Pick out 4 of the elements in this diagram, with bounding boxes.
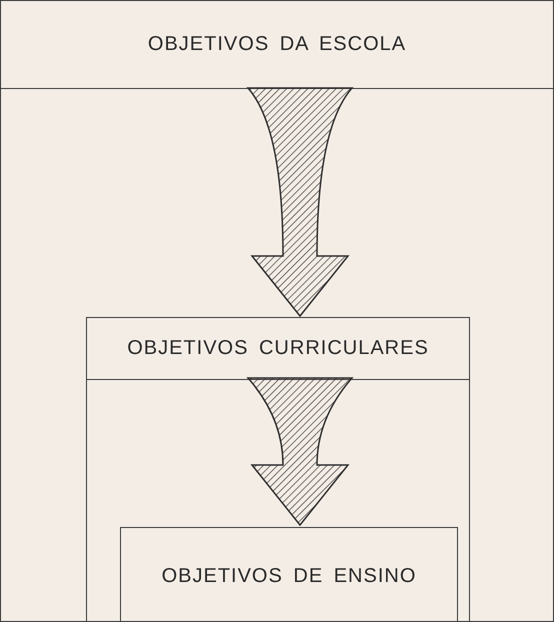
inner-box [120,527,458,622]
box-heading: OBJETIVOS DE ENSINO [160,564,418,589]
block-arrow [247,87,353,317]
block-arrow [247,377,353,526]
